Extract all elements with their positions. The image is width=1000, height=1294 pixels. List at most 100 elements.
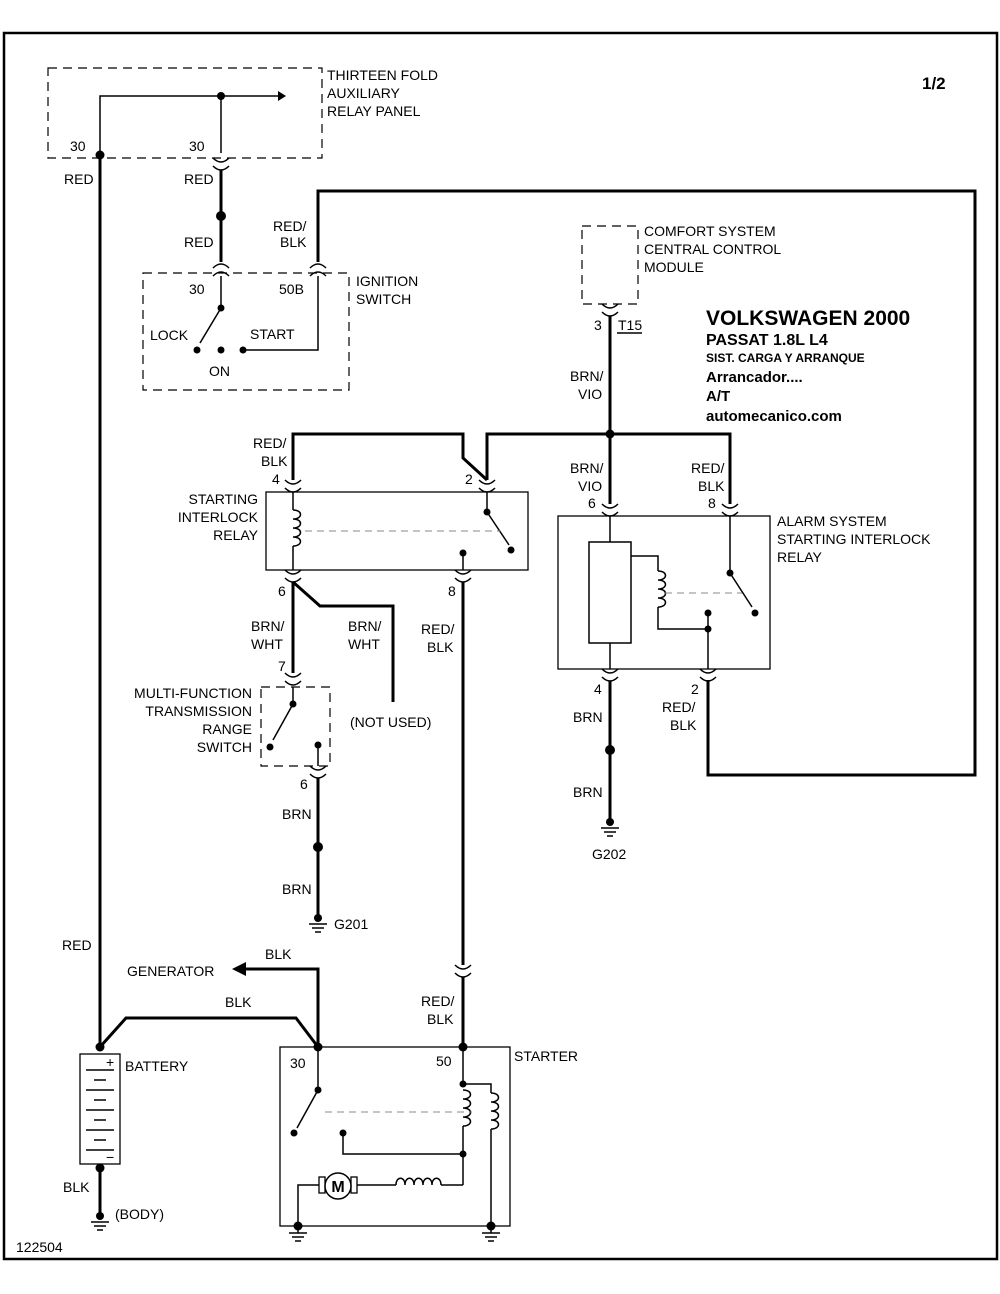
battery-feed-wire: RED RED xyxy=(62,150,105,1047)
battery-plus: + xyxy=(106,1054,114,1070)
starting-relay-label-3: RELAY xyxy=(213,527,259,543)
comfort-module-label-2: CENTRAL CONTROL xyxy=(644,241,781,257)
range-switch-label-2: TRANSMISSION xyxy=(145,703,252,719)
generator-wire: GENERATOR BLK BLK xyxy=(98,946,320,1049)
alarm-relay-box xyxy=(557,515,771,670)
alarm-relay-coil xyxy=(657,570,667,608)
ignition-switch-blade xyxy=(199,307,222,344)
starting-relay-label-2: INTERLOCK xyxy=(178,509,259,525)
relay-panel-arrow xyxy=(278,91,286,101)
page-frame xyxy=(2,31,999,1261)
ignition-switch-label-2: SWITCH xyxy=(356,291,411,307)
wire-brnvio-1b: VIO xyxy=(578,386,602,402)
motor-brush-right xyxy=(350,1176,358,1194)
pin-50-starter: 50 xyxy=(436,1053,452,1069)
wire-redblk-relay-2: BLK xyxy=(261,453,288,469)
pin-6-sr: 6 xyxy=(278,583,286,599)
starter-motor xyxy=(324,1172,352,1200)
wire-brnwht-1a: BRN/ xyxy=(251,618,285,634)
battery-minus: − xyxy=(106,1149,114,1165)
pin-6-ar: 6 xyxy=(588,495,596,511)
interlock-bus-wire: RED/ BLK RED/ BLK xyxy=(253,432,732,504)
starting-relay-coil xyxy=(292,509,302,547)
wire-brnvio-2a: BRN/ xyxy=(570,460,604,476)
wire-redblk-st-2: BLK xyxy=(427,639,454,655)
pin-4-ar: 4 xyxy=(594,681,602,697)
battery: + − BATTERY BLK (BODY) xyxy=(63,1042,189,1231)
pin-30-left: 30 xyxy=(70,138,86,154)
starter-hold-coil xyxy=(490,1092,500,1130)
pin-t15: T15 xyxy=(618,317,642,333)
wire-blk-bat: BLK xyxy=(225,994,252,1010)
title-system: SIST. CARGA Y ARRANQUE xyxy=(706,351,865,365)
battery-label: BATTERY xyxy=(125,1058,189,1074)
ground-g201-label: G201 xyxy=(334,916,368,932)
body-ground-label: (BODY) xyxy=(115,1206,164,1222)
wire-redblk-50b-1: RED/ xyxy=(273,218,307,234)
starting-relay-contact xyxy=(486,511,510,546)
pin-30-ign: 30 xyxy=(189,281,205,297)
wire-brn-g201-1: BRN xyxy=(282,806,312,822)
range-switch-box xyxy=(260,686,331,767)
starter-main-contact xyxy=(296,1089,319,1129)
wire-brnwht-2a: BRN/ xyxy=(348,618,382,634)
diagram-id: 122504 xyxy=(16,1239,63,1255)
title-block: VOLKSWAGEN 2000 PASSAT 1.8L L4 SIST. CAR… xyxy=(706,307,910,425)
pin-2-sr: 2 xyxy=(465,471,473,487)
starting-relay-label-1: STARTING xyxy=(189,491,259,507)
wire-redblk-alarm-2: BLK xyxy=(698,478,725,494)
comfort-module: COMFORT SYSTEM CENTRAL CONTROL MODULE 3 … xyxy=(581,223,781,334)
pin-50b: 50B xyxy=(279,281,304,297)
comfort-module-box xyxy=(581,225,639,305)
wire-redblk-relay-1: RED/ xyxy=(253,435,287,451)
starting-relay-box xyxy=(265,491,529,571)
range-switch-label-3: RANGE xyxy=(202,721,252,737)
pin-2-ar: 2 xyxy=(691,681,699,697)
wire-brn-g202-2: BRN xyxy=(573,784,603,800)
wire-brnvio-1a: BRN/ xyxy=(570,368,604,384)
relay-panel-box xyxy=(47,67,323,159)
pin-6-rs: 6 xyxy=(300,776,308,792)
ground-g202-label: G202 xyxy=(592,846,626,862)
wire-brnwht-1b: WHT xyxy=(251,636,283,652)
title-site: automecanico.com xyxy=(706,408,842,425)
starter-pull-coil xyxy=(462,1089,472,1127)
wire-brn-g202-1: BRN xyxy=(573,709,603,725)
comfort-module-label-3: MODULE xyxy=(644,259,704,275)
title-model: PASSAT 1.8L L4 xyxy=(706,332,828,349)
starting-interlock-relay: STARTING INTERLOCK RELAY 4 2 6 8 xyxy=(178,471,529,599)
title-subject: Arrancador.... xyxy=(706,369,803,386)
ignition-pos-start: START xyxy=(250,326,295,342)
comfort-module-label-1: COMFORT SYSTEM xyxy=(644,223,776,239)
pin-8-ar: 8 xyxy=(708,495,716,511)
title-make: VOLKSWAGEN 2000 xyxy=(706,307,910,330)
pin-30-right: 30 xyxy=(189,138,205,154)
range-switch-label-4: SWITCH xyxy=(197,739,252,755)
pin-7-rs: 7 xyxy=(278,658,286,674)
generator-arrow xyxy=(232,962,246,976)
page-number: 1/2 xyxy=(922,74,946,93)
starter-label: STARTER xyxy=(514,1048,578,1064)
alarm-relay-label-3: RELAY xyxy=(777,549,823,565)
alarm-relay-label-2: STARTING INTERLOCK xyxy=(777,531,931,547)
wire-red-top: RED xyxy=(184,171,214,187)
wire-redblk-st-3: RED/ xyxy=(421,993,455,1009)
start-signal-wire: RED/ BLK xyxy=(273,189,977,777)
relay-panel-node xyxy=(217,92,225,100)
pin-8-sr: 8 xyxy=(448,583,456,599)
wire-redblk-st-4: BLK xyxy=(427,1011,454,1027)
wire-red-mid: RED xyxy=(184,234,214,250)
starter: STARTER 30 50 M xyxy=(279,1042,578,1242)
wire-blk-gen: BLK xyxy=(265,946,292,962)
pin-4-sr: 4 xyxy=(272,471,280,487)
alarm-relay-contact xyxy=(729,572,753,608)
g202-wire: BRN BRN G202 xyxy=(573,681,626,862)
title-trans: A/T xyxy=(706,388,730,405)
generator-label: GENERATOR xyxy=(127,963,214,979)
wire-brn-g201-2: BRN xyxy=(282,881,312,897)
motor-brush-left xyxy=(318,1176,326,1194)
ignition-pos-lock: LOCK xyxy=(150,327,189,343)
brn-vio-wire: BRN/ VIO BRN/ VIO xyxy=(570,316,615,504)
motor-label: M xyxy=(331,1179,344,1196)
